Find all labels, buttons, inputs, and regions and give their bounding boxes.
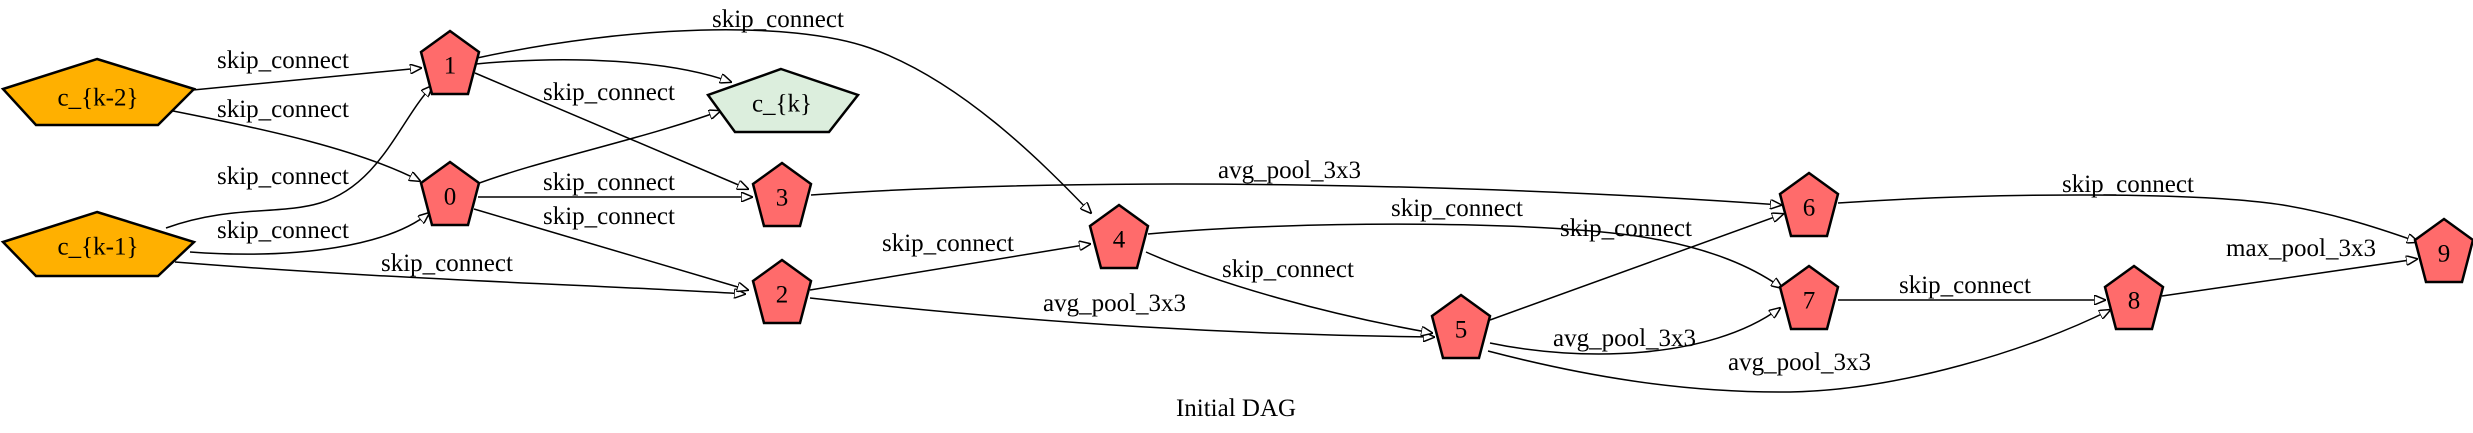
node-8: 8 — [2103, 264, 2165, 331]
nodes: c_{k-2} c_{k-1} c_{k} 1 0 3 2 — [0, 29, 2473, 360]
edge-5-6 — [1489, 214, 1783, 321]
node-4-shape — [1088, 203, 1150, 270]
edge-8-9 — [2161, 259, 2417, 297]
node-ck1: c_{k-1} — [0, 210, 197, 278]
edge-5-7 — [1489, 308, 1780, 355]
edge-2-4 — [809, 244, 1090, 291]
edge-label: skip_connect — [882, 230, 1014, 257]
edge-ck1-2 — [174, 261, 745, 294]
edge-label: skip_connect — [543, 79, 675, 106]
edge-label: skip_connect — [1560, 215, 1692, 242]
node-ck1-label: c_{k-1} — [58, 234, 139, 261]
node-4: 4 — [1088, 203, 1150, 270]
node-2: 2 — [751, 258, 813, 325]
edge-label: avg_pool_3x3 — [1728, 349, 1871, 376]
edge-5-8 — [1487, 310, 2110, 393]
edge-label: avg_pool_3x3 — [1218, 157, 1361, 184]
node-0-label: 0 — [444, 184, 457, 211]
node-9: 9 — [2413, 217, 2473, 284]
node-ck2-label: c_{k-2} — [58, 85, 139, 112]
node-ck-shape — [706, 67, 861, 134]
node-3-label: 3 — [776, 185, 789, 212]
node-6-label: 6 — [1803, 195, 1816, 222]
node-9-label: 9 — [2438, 241, 2451, 268]
node-ck: c_{k} — [706, 67, 861, 134]
edge-3-6 — [810, 183, 1781, 205]
node-3-shape — [751, 161, 813, 228]
edges — [165, 29, 2418, 393]
node-8-shape — [2103, 264, 2165, 331]
node-0-shape — [419, 160, 481, 227]
edge-4-5 — [1145, 251, 1432, 333]
edge-6-9 — [1837, 194, 2418, 242]
node-6: 6 — [1778, 171, 1840, 238]
node-ck-label: c_{k} — [752, 91, 812, 118]
node-1-label: 1 — [444, 53, 457, 80]
edge-label: skip_connect — [381, 250, 513, 277]
edge-4-7 — [1147, 223, 1782, 288]
edge-2-5 — [809, 297, 1434, 337]
node-0: 0 — [419, 160, 481, 227]
edge-label: skip_connect — [712, 6, 844, 33]
edge-ck2-1 — [192, 68, 421, 91]
edge-label: avg_pool_3x3 — [1043, 290, 1186, 317]
node-5: 5 — [1430, 293, 1492, 360]
edge-label: skip_connect — [217, 47, 349, 74]
edge-1-3 — [474, 72, 748, 189]
edge-label: skip_connect — [543, 203, 675, 230]
edge-0-2 — [473, 208, 748, 290]
edge-label: skip_connect — [217, 163, 349, 190]
node-7: 7 — [1778, 264, 1840, 331]
edge-1-4 — [476, 29, 1091, 213]
node-1: 1 — [419, 29, 481, 96]
node-5-shape — [1430, 293, 1492, 360]
node-2-shape — [751, 258, 813, 325]
edge-label: skip_connect — [1391, 195, 1523, 222]
node-5-label: 5 — [1455, 317, 1468, 344]
diagram-caption: Initial DAG — [1176, 395, 1296, 422]
node-7-label: 7 — [1803, 288, 1816, 315]
edge-0-ck — [473, 111, 720, 186]
edge-label: skip_connect — [1222, 256, 1354, 283]
edge-label: skip_connect — [1899, 272, 2031, 299]
node-4-label: 4 — [1113, 227, 1126, 254]
edge-ck2-0 — [167, 109, 420, 181]
node-2-label: 2 — [776, 282, 789, 309]
edge-labels: skip_connect skip_connect skip_connect s… — [217, 6, 2376, 376]
edge-label: skip_connect — [2062, 171, 2194, 198]
node-ck1-shape — [0, 210, 197, 278]
node-9-shape — [2413, 217, 2473, 284]
edge-ck1-1 — [165, 86, 432, 229]
edge-label: skip_connect — [217, 96, 349, 123]
node-1-shape — [419, 29, 481, 96]
node-ck2-shape — [0, 57, 197, 127]
edge-label: avg_pool_3x3 — [1553, 325, 1696, 352]
edge-ck1-0 — [189, 213, 429, 255]
node-3: 3 — [751, 161, 813, 228]
node-ck2: c_{k-2} — [0, 57, 197, 127]
edge-1-ck — [475, 59, 731, 82]
node-7-shape — [1778, 264, 1840, 331]
edge-label: skip_connect — [217, 217, 349, 244]
node-8-label: 8 — [2128, 288, 2141, 315]
edge-label: max_pool_3x3 — [2226, 235, 2376, 262]
node-6-shape — [1778, 171, 1840, 238]
edge-label: skip_connect — [543, 169, 675, 196]
